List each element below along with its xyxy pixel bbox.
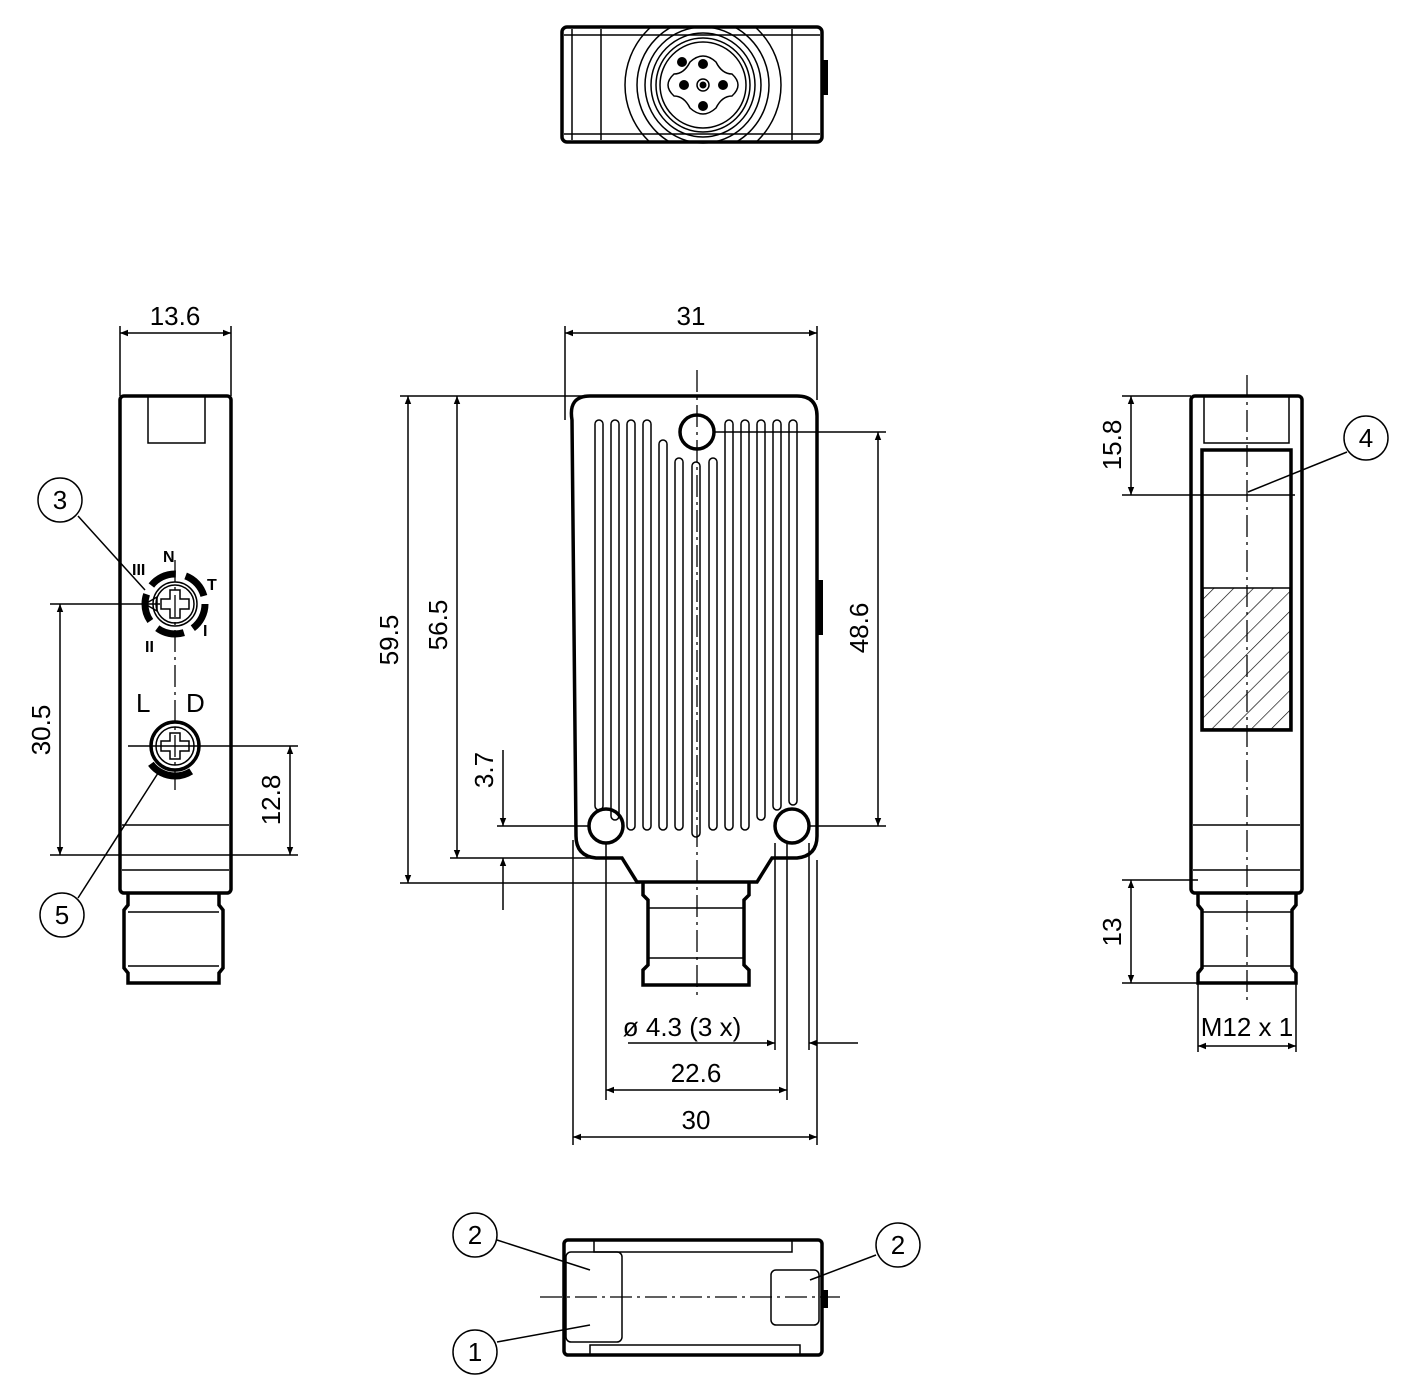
right-side-view: 15.8 13 M12 x 1 4 <box>1097 375 1389 1052</box>
dim-pot-offset: 12.8 <box>256 775 286 826</box>
dim-side-width: 13.6 <box>150 301 201 331</box>
callout-1: 1 <box>452 1329 498 1375</box>
dim-total-height: 59.5 <box>374 615 404 666</box>
dim-thread: M12 x 1 <box>1201 1012 1294 1042</box>
front-view: 31 59.5 56.5 3.7 48.6 ø 4.3 (3 x) 22.6 3… <box>374 301 886 1145</box>
callout-2-left: 2 <box>452 1212 498 1258</box>
dim-base-width: 30 <box>682 1105 711 1135</box>
left-side-view: N T I II III L D 13.6 30.5 12.8 3 5 <box>26 301 298 985</box>
callout-2-right: 2 <box>875 1222 921 1268</box>
label-iii: III <box>132 562 145 579</box>
label-t: T <box>207 577 217 594</box>
svg-text:2: 2 <box>468 1220 482 1250</box>
dim-hole-spacing-vertical: 48.6 <box>844 603 874 654</box>
dim-body-height: 56.5 <box>423 600 453 651</box>
connector-face <box>624 27 782 142</box>
bottom-view: 2 2 1 <box>452 1212 921 1375</box>
dim-body-width: 31 <box>677 301 706 331</box>
label-l: L <box>136 688 150 718</box>
cooling-ribs <box>594 419 798 838</box>
mode-potentiometer: N T I II III <box>132 549 217 656</box>
callout-3: 3 <box>37 477 83 523</box>
dim-hole-offset: 3.7 <box>469 752 499 788</box>
dim-connector-length: 13 <box>1097 918 1127 947</box>
dim-hole-diameter: ø 4.3 (3 x) <box>623 1012 741 1042</box>
svg-text:5: 5 <box>55 900 69 930</box>
dim-pot-spacing: 30.5 <box>26 705 56 756</box>
callout-4: 4 <box>1343 415 1389 461</box>
label-n: N <box>163 549 175 566</box>
label-d: D <box>186 688 205 718</box>
dim-hole-spacing-horizontal: 22.6 <box>671 1058 722 1088</box>
svg-text:2: 2 <box>891 1230 905 1260</box>
callout-5: 5 <box>39 892 85 938</box>
top-view <box>560 25 828 144</box>
svg-text:4: 4 <box>1359 423 1373 453</box>
sensitivity-potentiometer: L D <box>128 688 222 780</box>
label-i: I <box>203 623 207 640</box>
svg-text:1: 1 <box>468 1337 482 1367</box>
label-ii: II <box>145 639 154 656</box>
dim-window-offset: 15.8 <box>1097 420 1127 471</box>
svg-text:3: 3 <box>53 485 67 515</box>
